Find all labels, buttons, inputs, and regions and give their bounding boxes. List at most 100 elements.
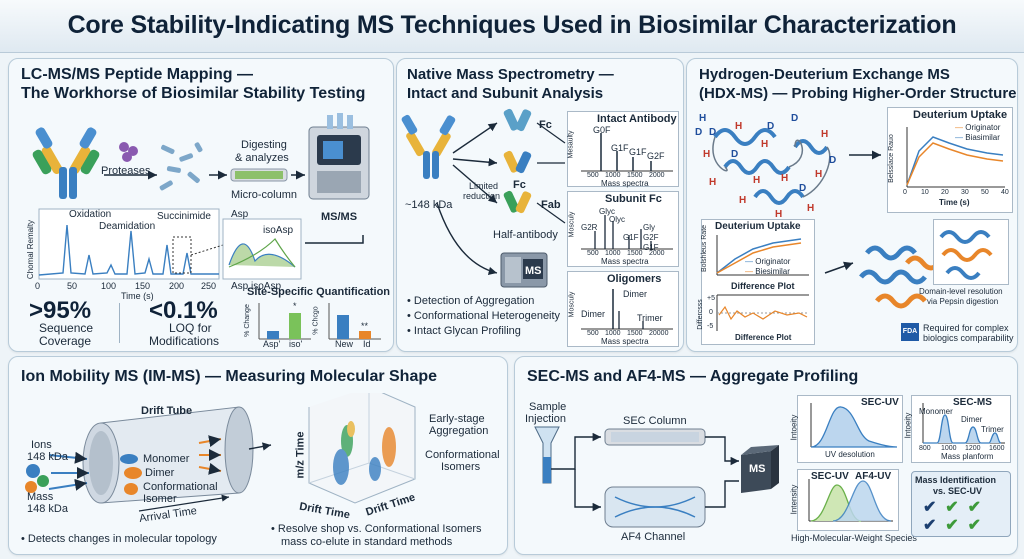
diff-ylabel: Differcsss — [696, 299, 704, 330]
spec1-title: Intact Antibody — [597, 113, 677, 125]
spec2-ylabel: Mosculy — [568, 211, 576, 238]
check-icon: ✔ — [923, 517, 937, 534]
chromatogram-ylabel: Chomal Remalty — [26, 219, 36, 280]
msms-label: MS/MS — [321, 211, 358, 223]
panel-hdx: Hydrogen-Deuterium Exchange MS (HDX-MS) … — [686, 58, 1018, 352]
ssq-ylabel2: % Chcgo — [312, 306, 320, 335]
secms-tick-1600: 1600 — [989, 445, 1005, 452]
spec3-ticks: 500 1000 1500 20000 — [587, 330, 677, 338]
secms-xlabel: Mass planform — [941, 452, 994, 461]
spec2-peak-1: Olyc — [609, 215, 625, 224]
ssq-cat4: Id — [363, 339, 371, 349]
sec-flow-diagram — [534, 426, 779, 528]
spec3-tick-1000: 1000 — [605, 330, 621, 337]
spec3-peak-1: Dimer — [581, 309, 605, 319]
uptake2-ylabel: Bolshleus Rate — [701, 224, 709, 273]
spec3-tick-500: 500 — [587, 330, 599, 337]
lcms-title-line2: The Workhorse of Biosimilar Stability Te… — [21, 85, 366, 102]
check-icon: ✔ — [945, 517, 959, 534]
inset-isoasp: isoAsp — [263, 225, 294, 236]
spec1-tick-2000: 2000 — [649, 172, 665, 179]
ssq-title: Site-Specific Quantification — [247, 286, 391, 298]
peak-succinimide: Succinimide — [157, 211, 211, 222]
svg-text:H: H — [703, 149, 710, 160]
uptake1-ticks: 0 10 20 30 50 40 — [903, 189, 1013, 197]
native-bullet-3: • Intact Glycan Profiling — [407, 325, 521, 337]
af4-left-label: SEC-UV — [811, 471, 849, 482]
uptake1-xlabel: Time (s) — [939, 198, 970, 207]
uptake-plot-1-curves — [906, 127, 1005, 188]
af4-ylabel: Intensity — [789, 484, 799, 515]
check-icon: ✔ — [923, 499, 937, 516]
spectrum-oligomers-plot — [581, 289, 673, 330]
af4-channel-label: AF4 Channel — [621, 531, 686, 543]
svg-text:H: H — [699, 113, 706, 124]
diff-tick-plus: +5 — [707, 295, 715, 302]
mass-spectrometer-icon — [308, 113, 370, 200]
ion-shapes — [25, 464, 49, 493]
chromatogram — [38, 208, 364, 280]
uptake1-title: Deuterium Uptake — [913, 109, 1008, 121]
early-aggregation-1: Early-stage — [429, 413, 485, 425]
im-bullet-1-text: Detects changes in molecular topology — [27, 533, 217, 545]
hmw-label: High-Molecular-Weight Species — [791, 533, 917, 543]
secms-peak-trimer: Trimer — [981, 425, 1004, 434]
domain-label-1: Domain-level resolution — [919, 287, 1003, 296]
diff-tick-minus: -5 — [707, 323, 714, 330]
page-title: Core Stability-Indicating MS Techniques … — [67, 11, 957, 39]
native-diagram — [401, 108, 566, 288]
ssq-bar-iso — [289, 313, 301, 339]
spec2-tick-1500: 1500 — [627, 250, 643, 257]
diff-xlabel: Difference Plot — [735, 333, 792, 342]
hdx-arrow-1 — [849, 150, 881, 160]
check-icon: ✔ — [945, 499, 959, 516]
spectrum-subunit-plot — [581, 215, 673, 250]
domain-inset-structure — [939, 230, 993, 280]
limited-label-1: Limited — [469, 181, 499, 191]
spec1-peak-g2f: G2F — [647, 151, 665, 161]
fc1-label: Fc — [539, 119, 552, 131]
spec2-peak-5: G2F — [643, 233, 659, 242]
im-3d-scatter — [308, 393, 416, 504]
spec1-tick-1500: 1500 — [627, 172, 643, 179]
panel-im-ms: Ion Mobility MS (IM-MS) — Measuring Mole… — [8, 356, 508, 555]
sample-label-1: Sample — [529, 401, 567, 413]
stat-loq-l2: Modifications — [149, 334, 220, 348]
tick-100: 100 — [101, 281, 117, 291]
sample-label-2: Injection — [525, 413, 566, 425]
mass-id-label-1: Mass Identification — [915, 475, 997, 485]
sec-column-label: SEC Column — [623, 415, 687, 427]
ssq-star2: ** — [361, 321, 369, 331]
stat-loq-value: <0.1% — [149, 297, 218, 324]
sec-ms-instrument-icon — [741, 445, 779, 493]
svg-text:H: H — [761, 139, 768, 150]
spec3-title: Oligomers — [607, 273, 662, 285]
native-bullet-1: • Detection of Aggregation — [407, 295, 535, 307]
monomer-label: Monomer — [143, 453, 190, 465]
tick-150: 150 — [135, 281, 151, 291]
im-bullet-2-cont: mass co-elute in standard methods — [281, 536, 453, 548]
uptake1-tick-50: 50 — [981, 189, 989, 196]
ions-label-1: Ions — [31, 439, 52, 451]
uptake1-legend-orig: — Originator — [955, 123, 1001, 132]
im-bullet-2-text-l1: Resolve shop vs. Conformational Isomers — [277, 523, 482, 535]
spec2-peak-6: G1F — [643, 243, 659, 252]
mass-id-box — [911, 471, 1011, 537]
native-bullets: • Detection of Aggregation • Conformatio… — [407, 295, 560, 337]
secms-tick-1000: 1000 — [941, 445, 957, 452]
secms-peak-dimer: Dimer — [961, 415, 983, 424]
ssq-cat1: Asp' — [263, 339, 281, 349]
im-bullet-1: • Detects changes in molecular topology — [21, 533, 217, 545]
conf-isomers-1: Conformational — [425, 449, 500, 461]
inset-bottom: Asp isoAsp — [231, 281, 282, 292]
im-bullet-2: • Resolve shop vs. Conformational Isomer… — [271, 523, 482, 535]
fda-label-2: biologics comparability — [923, 333, 1014, 343]
native-bullet-2: • Conformational Heterogeneity — [407, 310, 561, 322]
svg-text:H: H — [821, 129, 828, 140]
spec2-tick-1000: 1000 — [605, 250, 621, 257]
proteases-label: Proteases — [101, 165, 151, 177]
secuv-curve — [810, 403, 898, 448]
uptake1-tick-0: 0 — [903, 189, 907, 196]
im-title: Ion Mobility MS (IM-MS) — Measuring Mole… — [21, 368, 438, 385]
drift-tube-icon — [82, 406, 254, 504]
